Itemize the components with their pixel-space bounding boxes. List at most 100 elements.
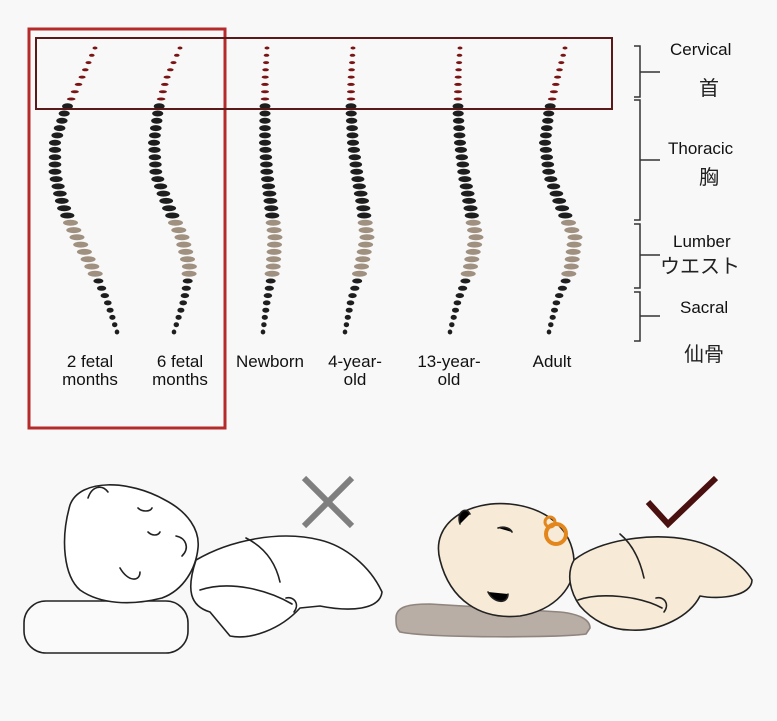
- vertebra: [154, 183, 168, 190]
- stage-label-6-fetal-months: 6 fetal months: [152, 352, 208, 389]
- vertebra: [181, 285, 191, 291]
- vertebra: [176, 241, 192, 248]
- vertebra: [356, 205, 371, 212]
- vertebra: [48, 146, 62, 153]
- vertebra: [453, 300, 462, 306]
- vertebra: [546, 329, 552, 335]
- vertebra: [54, 197, 69, 204]
- vertebra: [452, 307, 459, 313]
- segment-label-thoracic-jp: 胸: [699, 165, 719, 189]
- vertebra: [358, 241, 374, 248]
- vertebra: [262, 190, 277, 197]
- vertebra: [168, 219, 183, 226]
- vertebra: [347, 139, 359, 146]
- vertebra: [464, 212, 479, 219]
- vertebra: [549, 190, 564, 197]
- vertebra: [549, 90, 558, 94]
- vertebra: [109, 314, 116, 320]
- vertebra: [182, 278, 193, 284]
- vertebra: [259, 132, 271, 139]
- vertebra: [350, 285, 360, 291]
- vertebra: [261, 75, 269, 79]
- vertebra: [561, 270, 577, 277]
- vertebra: [264, 46, 270, 50]
- check-icon: [645, 475, 719, 529]
- vertebra: [148, 146, 161, 153]
- vertebra: [260, 329, 266, 335]
- vertebra: [260, 161, 273, 168]
- high-pillow: [23, 600, 189, 654]
- spine-2: [148, 46, 197, 335]
- segment-label-sacral: Sacral: [680, 298, 729, 317]
- vertebra: [66, 227, 82, 234]
- vertebra: [462, 197, 476, 204]
- vertebra: [262, 307, 270, 313]
- vertebra: [261, 82, 269, 86]
- vertebra: [539, 139, 551, 146]
- vertebra: [544, 176, 558, 183]
- vertebra: [63, 219, 78, 226]
- vertebra: [151, 176, 165, 183]
- vertebra: [259, 139, 271, 146]
- vertebra: [259, 117, 271, 124]
- vertebra: [465, 248, 481, 255]
- vertebra: [457, 168, 471, 175]
- vertebra: [70, 90, 79, 94]
- vertebra: [547, 97, 557, 101]
- vertebra: [564, 227, 580, 234]
- vertebra: [48, 161, 62, 168]
- vertebra: [455, 293, 464, 299]
- vertebra: [351, 176, 365, 183]
- vertebra: [266, 256, 282, 263]
- vertebra: [343, 322, 350, 328]
- stage-label-newborn: Newborn: [235, 352, 305, 371]
- vertebra: [156, 190, 171, 197]
- vertebra: [567, 234, 583, 241]
- vertebra: [566, 241, 582, 248]
- vertebra: [264, 285, 274, 291]
- vertebra: [346, 300, 355, 306]
- vertebra: [552, 82, 560, 86]
- vertebra: [555, 293, 564, 299]
- vertebra: [261, 183, 276, 190]
- vertebra: [460, 190, 475, 197]
- vertebra: [57, 205, 72, 212]
- vertebra: [174, 53, 180, 57]
- vertebra: [259, 125, 271, 132]
- vertebra: [263, 61, 270, 65]
- vertebra: [552, 197, 567, 204]
- vertebra: [457, 46, 463, 50]
- vertebra: [261, 176, 275, 183]
- spine-curves: [48, 46, 583, 335]
- vertebra: [53, 125, 66, 132]
- vertebra: [49, 176, 63, 183]
- vertebra: [177, 46, 183, 50]
- vertebra: [467, 241, 483, 248]
- vertebra: [454, 75, 462, 79]
- vertebra: [259, 110, 271, 117]
- vertebra: [112, 322, 118, 328]
- vertebra: [159, 197, 174, 204]
- vertebra: [149, 161, 162, 168]
- vertebra: [348, 68, 355, 72]
- vertebra: [53, 190, 67, 197]
- segment-label-cervical: Cervical: [670, 40, 732, 59]
- vertebra: [89, 53, 95, 57]
- vertebra: [93, 278, 104, 284]
- vertebra: [73, 241, 89, 248]
- vertebra: [148, 139, 160, 146]
- vertebra: [261, 314, 268, 320]
- vertebra: [456, 61, 463, 65]
- vertebra: [181, 263, 197, 270]
- vertebra: [344, 314, 351, 320]
- vertebra: [459, 183, 473, 190]
- vertebra: [458, 176, 472, 183]
- vertebra: [60, 212, 75, 219]
- fetal-stage-highlight-box: [27, 27, 227, 430]
- vertebra: [62, 103, 73, 110]
- segment-brackets: [634, 45, 660, 342]
- vertebra: [78, 75, 86, 79]
- vertebra: [558, 61, 565, 65]
- vertebra: [541, 161, 555, 168]
- vertebra: [259, 103, 271, 110]
